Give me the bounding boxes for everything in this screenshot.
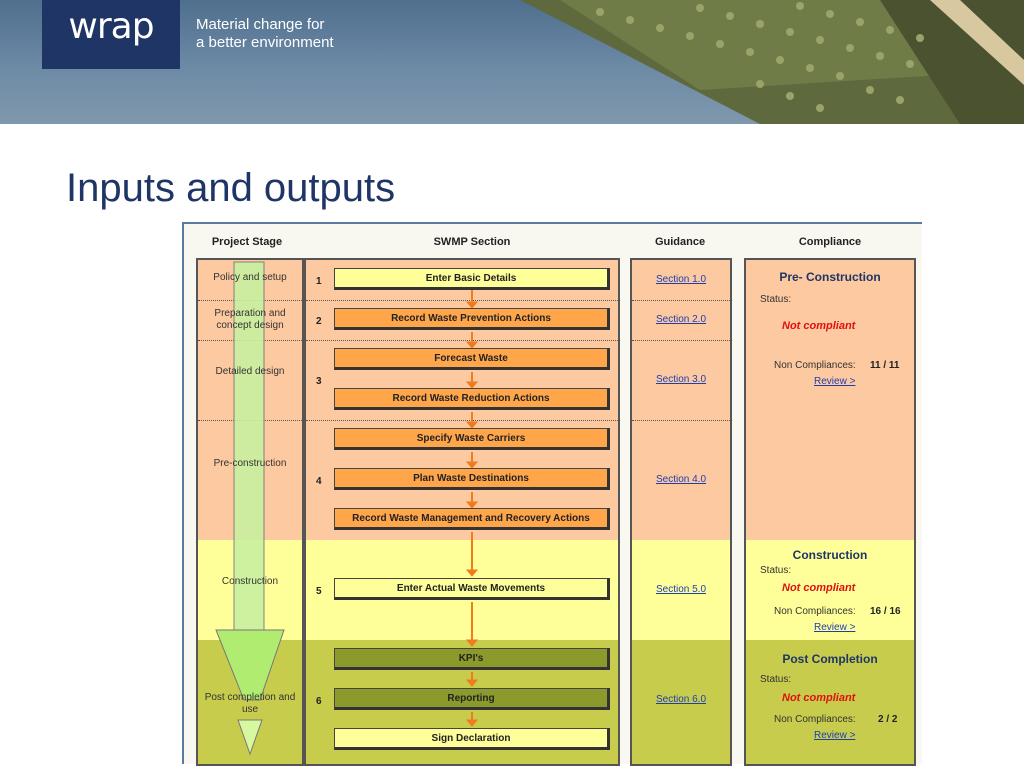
step-enter-actual-waste-movements[interactable]: Enter Actual Waste Movements [334,578,610,600]
step-record-waste-reduction[interactable]: Record Waste Reduction Actions [334,388,610,410]
status-not-compliant: Not compliant [782,582,856,594]
step-specify-waste-carriers[interactable]: Specify Waste Carriers [334,428,610,450]
section-number-3: 3 [316,376,322,387]
review-link[interactable]: Review > [814,730,856,741]
non-compliances-count: 2 / 2 [878,714,898,725]
guidance-link-section-1[interactable]: Section 1.0 [655,274,707,285]
guidance-link-section-4[interactable]: Section 4.0 [655,474,707,485]
status-label: Status: [760,674,792,685]
non-compliances-label: Non Compliances: [774,606,856,617]
step-kpis[interactable]: KPI's [334,648,610,670]
step-plan-waste-destinations[interactable]: Plan Waste Destinations [334,468,610,490]
status-label: Status: [760,294,792,305]
compliance-title-construction: Construction [792,548,868,562]
status-not-compliant: Not compliant [782,320,856,332]
status-not-compliant: Not compliant [782,692,856,704]
section-number-5: 5 [316,586,322,597]
stage-preparation: Preparation and concept design [214,308,286,331]
bridge-photo [520,0,1024,124]
non-compliances-count: 11 / 11 [870,360,900,371]
stage-post-completion: Post completion and use [204,692,296,715]
compliance-column: Pre- Construction Status: Not compliant … [744,258,916,766]
section-number-2: 2 [316,316,322,327]
swmp-diagram: Project Stage SWMP Section Guidance Comp… [182,222,922,766]
section-number-6: 6 [316,696,322,707]
guidance-link-section-3[interactable]: Section 3.0 [655,374,707,385]
step-record-waste-management[interactable]: Record Waste Management and Recovery Act… [334,508,610,530]
review-link[interactable]: Review > [814,622,856,633]
flow-connector [466,290,478,727]
step-sign-declaration[interactable]: Sign Declaration [334,728,610,750]
header-swmp-section: SWMP Section [433,236,511,248]
wrap-logo-text: wrap [68,6,154,47]
tagline: Material change for a better environment [196,16,334,52]
header-banner: wrap Material change for a better enviro… [0,0,1024,124]
tagline-line-2: a better environment [196,34,334,51]
stage-construction: Construction [221,576,279,587]
guidance-link-section-2[interactable]: Section 2.0 [655,314,707,325]
non-compliances-label: Non Compliances: [774,714,856,725]
step-reporting[interactable]: Reporting [334,688,610,710]
guidance-column: Section 1.0 Section 2.0 Section 3.0 Sect… [630,258,732,766]
guidance-link-section-5[interactable]: Section 5.0 [655,584,707,595]
project-stage-column: Policy and setup Preparation and concept… [196,258,304,766]
step-record-waste-prevention[interactable]: Record Waste Prevention Actions [334,308,610,330]
status-label: Status: [760,565,792,576]
non-compliances-label: Non Compliances: [774,360,856,371]
stage-policy-setup: Policy and setup [213,272,287,283]
header-project-stage: Project Stage [211,236,283,248]
stage-flow-arrow [215,261,285,756]
step-enter-basic-details[interactable]: Enter Basic Details [334,268,610,290]
compliance-title-post-completion: Post Completion [782,652,878,666]
stage-pre-construction: Pre-construction [213,458,287,469]
guidance-link-section-6[interactable]: Section 6.0 [655,694,707,705]
review-link[interactable]: Review > [814,376,856,387]
section-number-1: 1 [316,276,322,287]
non-compliances-count: 16 / 16 [870,606,901,617]
wrap-logo[interactable]: wrap [42,0,180,69]
stage-detailed-design: Detailed design [215,366,285,377]
header-guidance: Guidance [654,236,706,248]
step-forecast-waste[interactable]: Forecast Waste [334,348,610,370]
slide-title: Inputs and outputs [66,166,396,210]
header-compliance: Compliance [798,236,862,248]
section-number-4: 4 [316,476,322,487]
tagline-line-1: Material change for [196,16,325,33]
compliance-title-pre-construction: Pre- Construction [779,270,881,284]
swmp-section-column: 1 2 3 4 5 6 Enter Basic Details Record W… [304,258,620,766]
